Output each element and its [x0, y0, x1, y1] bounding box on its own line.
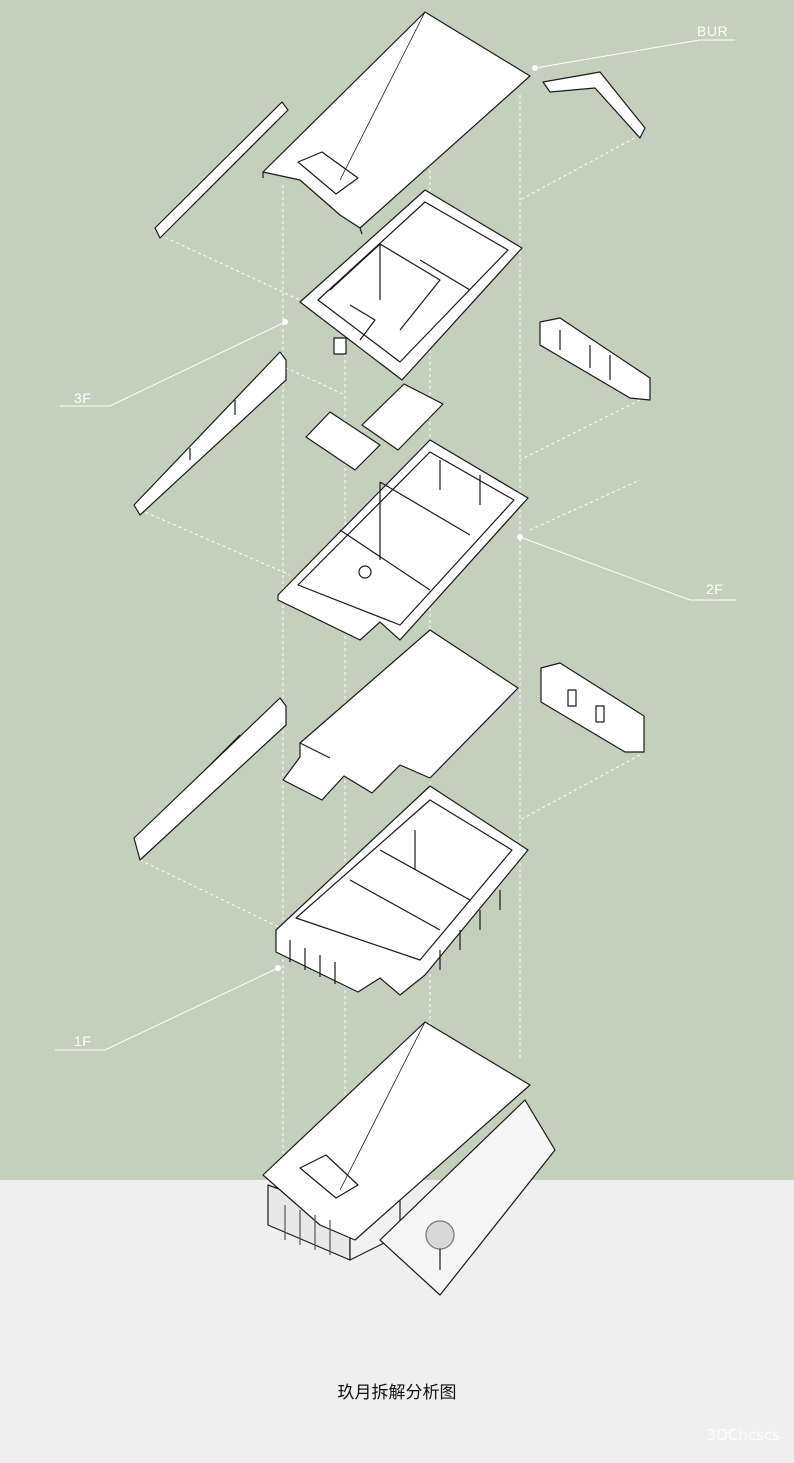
floor-3-walls [299, 189, 523, 381]
floor-3-window-wall-right [539, 317, 651, 401]
floor-1-walls [275, 785, 529, 996]
floor-2-walls [277, 439, 529, 641]
roof-side-beam-left [154, 101, 289, 239]
assembled-building [262, 1021, 556, 1296]
label-3f: 3F [74, 390, 92, 406]
floor-2-wall-right [540, 662, 645, 753]
watermark: 3DChcscs [706, 1426, 780, 1444]
roof-slab [262, 11, 531, 235]
label-1f: 1F [74, 1033, 92, 1049]
floor-2-slab [282, 629, 519, 801]
label-bur: BUR [697, 23, 729, 39]
floor-3-wall-left [133, 351, 287, 516]
floor-3-slab-pieces [305, 383, 444, 471]
floor-2-wall-left [133, 697, 287, 861]
label-leaders [55, 39, 736, 1051]
label-2f: 2F [706, 581, 724, 597]
diagram-caption: 玖月拆解分析图 [337, 1383, 457, 1403]
roof-gable-right [542, 71, 646, 139]
